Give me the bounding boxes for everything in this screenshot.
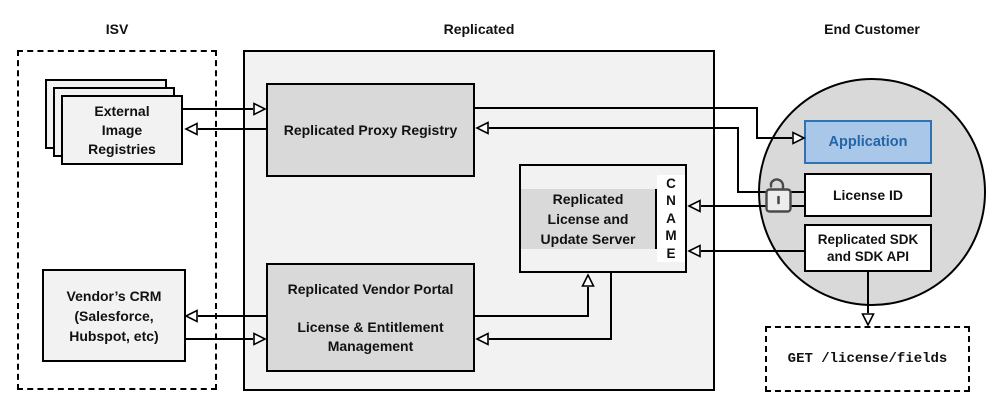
arrowhead-down-icon	[861, 313, 875, 327]
vendors-crm: Vendor’s CRM (Salesforce, Hubspot, etc)	[42, 269, 186, 362]
replicated-vendor-portal: Replicated Vendor Portal License & Entit…	[266, 263, 475, 372]
replicated-license-update-server: Replicated License and Update Server C N…	[519, 164, 687, 273]
end-customer-section-title: End Customer	[824, 21, 920, 37]
license-update-server-cell: Replicated License and Update Server	[521, 188, 657, 249]
replicated-section-title: Replicated	[443, 21, 515, 37]
get-license-fields-label: GET /license/fields	[787, 351, 948, 367]
application-label: Application	[828, 134, 908, 150]
cname: C N A M E	[657, 174, 685, 263]
cname-label: C N A M E	[665, 175, 677, 261]
license-id: License ID	[804, 173, 932, 217]
external-image-registries-label: External Image Registries	[88, 102, 156, 157]
license-update-server-label: Replicated License and Update Server	[540, 190, 636, 247]
replicated-proxy-registry: Replicated Proxy Registry	[266, 83, 475, 177]
isv-section-title: ISV	[105, 21, 129, 37]
external-image-registries: External Image Registries	[61, 95, 183, 165]
vendors-crm-label: Vendor’s CRM (Salesforce, Hubspot, etc)	[66, 287, 162, 344]
replicated-sdk: Replicated SDK and SDK API	[804, 224, 932, 272]
replicated-vendor-portal-label: Replicated Vendor Portal License & Entit…	[287, 280, 454, 354]
replicated-proxy-registry-label: Replicated Proxy Registry	[283, 122, 458, 138]
get-license-fields: GET /license/fields	[765, 326, 970, 392]
license-id-label: License ID	[832, 187, 904, 203]
replicated-sdk-label: Replicated SDK and SDK API	[817, 232, 919, 264]
application: Application	[804, 120, 932, 164]
